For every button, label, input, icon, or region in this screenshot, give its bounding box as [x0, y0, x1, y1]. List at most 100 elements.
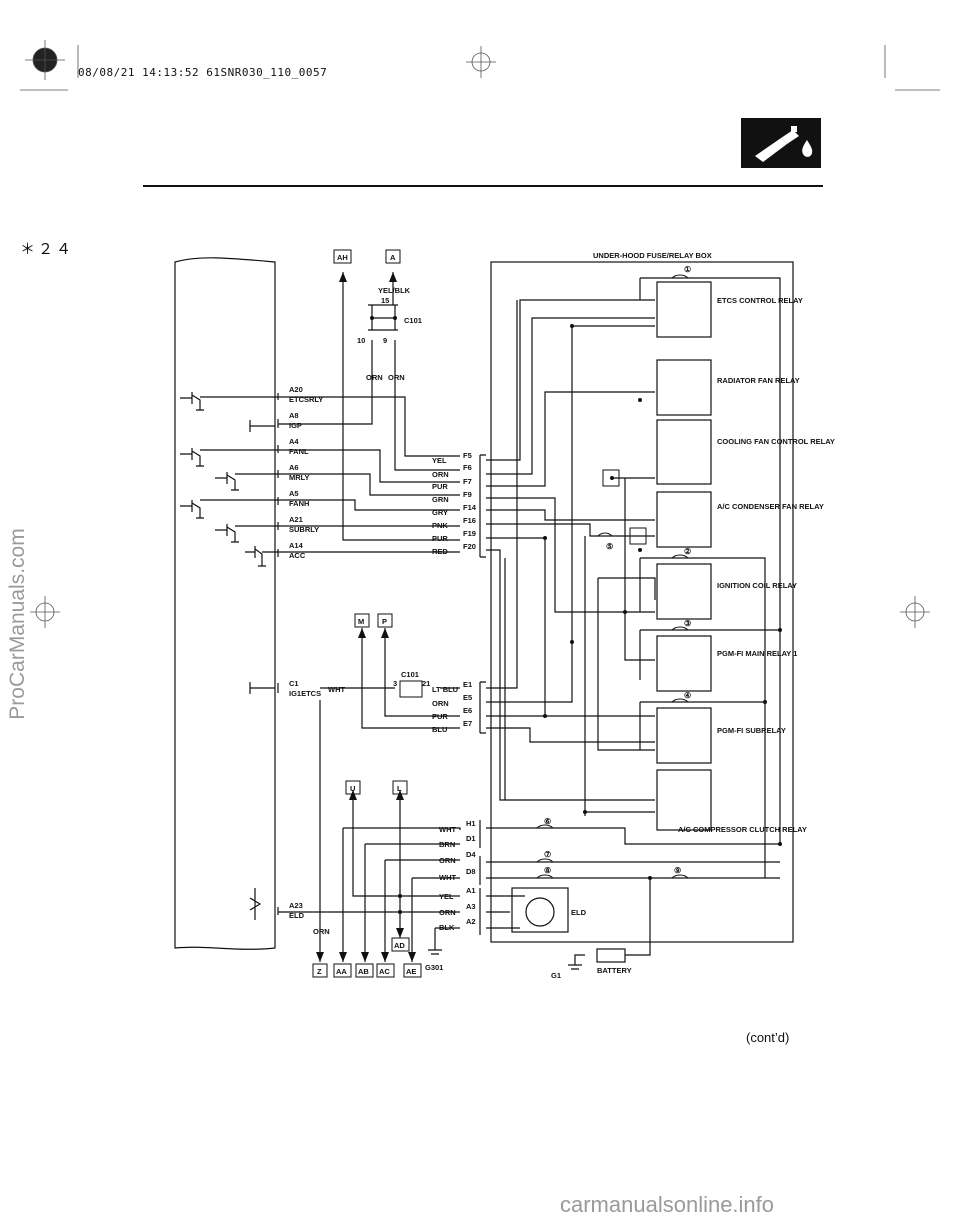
connector-ab: AB [358, 967, 369, 976]
ecm-pin-name: ACC [289, 551, 306, 560]
c101-top-pin10: 10 [357, 336, 365, 345]
ecm-pin-name: IGP [289, 421, 302, 430]
ground-g301: G301 [425, 963, 443, 972]
terminal: E1 [463, 680, 472, 689]
c101-top-wire-right: ORN [388, 373, 405, 382]
wire-color: WHT [439, 873, 456, 882]
ecm-pin-name: IG1ETCS [289, 689, 321, 698]
terminal: A2 [466, 917, 476, 926]
wire-color: PUR [432, 534, 448, 543]
connector-aa: AA [336, 967, 347, 976]
ecm-pin: A20 [289, 385, 303, 394]
terminal: D1 [466, 834, 476, 843]
connector-u: U [350, 784, 355, 793]
ground-g1: G1 [551, 971, 561, 980]
fuse-number: ⑧ [544, 866, 551, 875]
c101-top-pin9: 9 [383, 336, 387, 345]
wire-color: WHT [439, 825, 456, 834]
footer-watermark: carmanualsonline.info [560, 1192, 775, 1217]
terminal: H1 [466, 819, 476, 828]
wire-color: ORN [432, 470, 449, 479]
terminal: F9 [463, 490, 472, 499]
terminal: F19 [463, 529, 476, 538]
terminal: E5 [463, 693, 472, 702]
connector-m: M [358, 617, 364, 626]
connector-z: Z [317, 967, 322, 976]
terminal: F20 [463, 542, 476, 551]
ecm-pin: C1 [289, 679, 299, 688]
wire-color: YEL [432, 456, 447, 465]
ecm-pin: A21 [289, 515, 303, 524]
ecm-pin-name: ETCSRLY [289, 395, 323, 404]
c101-mid-label: C101 [401, 670, 419, 679]
terminal: F14 [463, 503, 477, 512]
wire-color: GRN [432, 495, 449, 504]
c101-mid-pin3: 3 [393, 679, 397, 688]
wire-color: YEL [439, 892, 454, 901]
ecm-outline [174, 257, 276, 950]
connector-ad: AD [394, 941, 405, 950]
print-timestamp: 08/08/21 14:13:52 61SNR030_110_0057 [78, 66, 328, 79]
wire-color: ORN [439, 856, 456, 865]
wire-color: ORN [432, 699, 449, 708]
connector-a: A [390, 253, 396, 262]
c101-top-label: C101 [404, 316, 422, 325]
wire-color: ORN [439, 908, 456, 917]
terminal: F5 [463, 451, 472, 460]
continued-label: (cont’d) [746, 1030, 790, 1045]
ecm-pin: A23 [289, 901, 303, 910]
fuse-number: ① [684, 265, 691, 274]
terminal: E6 [463, 706, 472, 715]
wire-color: PUR [432, 482, 448, 491]
relay-label: RADIATOR FAN RELAY [717, 376, 800, 385]
ecm-pin-name: FANH [289, 499, 309, 508]
terminal: A1 [466, 886, 476, 895]
connector-ac: AC [379, 967, 390, 976]
connector-ae: AE [406, 967, 416, 976]
terminal: A3 [466, 902, 476, 911]
ecm-pin-name: FANL [289, 447, 309, 456]
terminal: F7 [463, 477, 472, 486]
wire-color: LT BLU [432, 685, 458, 694]
connector-ah: AH [337, 253, 348, 262]
c101-mid-wire: WHT [328, 685, 345, 694]
ecm-pin-name: ELD [289, 911, 305, 920]
c101-top-wire: YEL/BLK [378, 286, 411, 295]
fuse-number: ③ [684, 619, 691, 628]
c101-mid-pin21: 21 [422, 679, 430, 688]
c101-top-wire-left: ORN [366, 373, 383, 382]
ecm-pin: A8 [289, 411, 299, 420]
fuse-number: ⑤ [606, 542, 613, 551]
page-id: ＊２４ [20, 240, 75, 258]
fuse-number: ⑦ [544, 850, 551, 859]
relay-label: PGM-FI MAIN RELAY 1 [717, 649, 797, 658]
wire-color: PUR [432, 712, 448, 721]
ecm-pin: A14 [289, 541, 304, 550]
terminal: F6 [463, 463, 472, 472]
orn-bottom: ORN [313, 927, 330, 936]
terminal: F16 [463, 516, 476, 525]
terminal: E7 [463, 719, 472, 728]
terminal: D4 [466, 850, 476, 859]
relay-label: ETCS CONTROL RELAY [717, 296, 803, 305]
relay-label: IGNITION COIL RELAY [717, 581, 797, 590]
fuel-nozzle-icon [741, 118, 821, 168]
fuse-box-title: UNDER-HOOD FUSE/RELAY BOX [593, 251, 712, 260]
ecm-pin-name: SUBRLY [289, 525, 319, 534]
header-rule [143, 185, 823, 187]
wire-color: BLK [439, 923, 455, 932]
fuse-number: ⑥ [544, 817, 551, 826]
wire-color: BLU [432, 725, 447, 734]
relay-label: A/C COMPRESSOR CLUTCH RELAY [678, 825, 807, 834]
relay-label: A/C CONDENSER FAN RELAY [717, 502, 824, 511]
battery-label: BATTERY [597, 966, 632, 975]
connector-p: P [382, 617, 387, 626]
eld-label: ELD [571, 908, 587, 917]
fuse-number: ④ [684, 691, 691, 700]
relay-label: COOLING FAN CONTROL RELAY [717, 437, 835, 446]
fuse-relay-box-outline [490, 261, 794, 943]
ecm-pin-name: MRLY [289, 473, 310, 482]
ecm-pin: A5 [289, 489, 299, 498]
